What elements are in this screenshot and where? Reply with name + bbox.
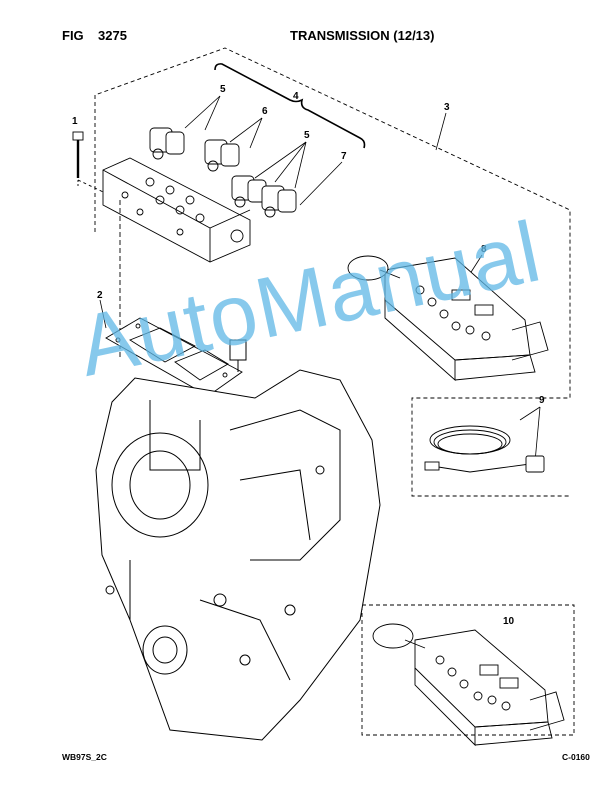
bracket-4 bbox=[214, 63, 366, 149]
callout-4: 4 bbox=[293, 91, 299, 102]
page-code: C-0160 bbox=[562, 752, 590, 762]
model-code: WB97S_2C bbox=[62, 752, 107, 762]
figure-title: TRANSMISSION (12/13) bbox=[290, 28, 435, 43]
callout-5b: 5 bbox=[304, 130, 310, 141]
callout-10: 10 bbox=[503, 616, 515, 627]
control-panel-8 bbox=[347, 255, 549, 381]
figure-label: FIG bbox=[62, 28, 84, 43]
callout-6: 6 bbox=[262, 106, 268, 117]
callout-8: 8 bbox=[481, 244, 487, 255]
callout-1: 1 bbox=[72, 116, 78, 127]
cable-harness-9 bbox=[424, 425, 545, 473]
callout-2: 2 bbox=[97, 290, 103, 301]
callout-5a: 5 bbox=[220, 84, 226, 95]
gasket-part bbox=[105, 317, 243, 397]
valve-block bbox=[102, 157, 251, 360]
callout-3: 3 bbox=[444, 102, 450, 113]
solenoid-group bbox=[149, 127, 297, 218]
figure-number: 3275 bbox=[98, 28, 127, 43]
kit-outline-10 bbox=[361, 604, 575, 736]
kit-outline-3 bbox=[94, 47, 571, 497]
leader-lines bbox=[99, 95, 541, 463]
callout-7: 7 bbox=[341, 151, 347, 162]
control-panel-10 bbox=[372, 623, 565, 747]
callout-9: 9 bbox=[539, 395, 545, 406]
transmission-housing bbox=[95, 339, 381, 741]
